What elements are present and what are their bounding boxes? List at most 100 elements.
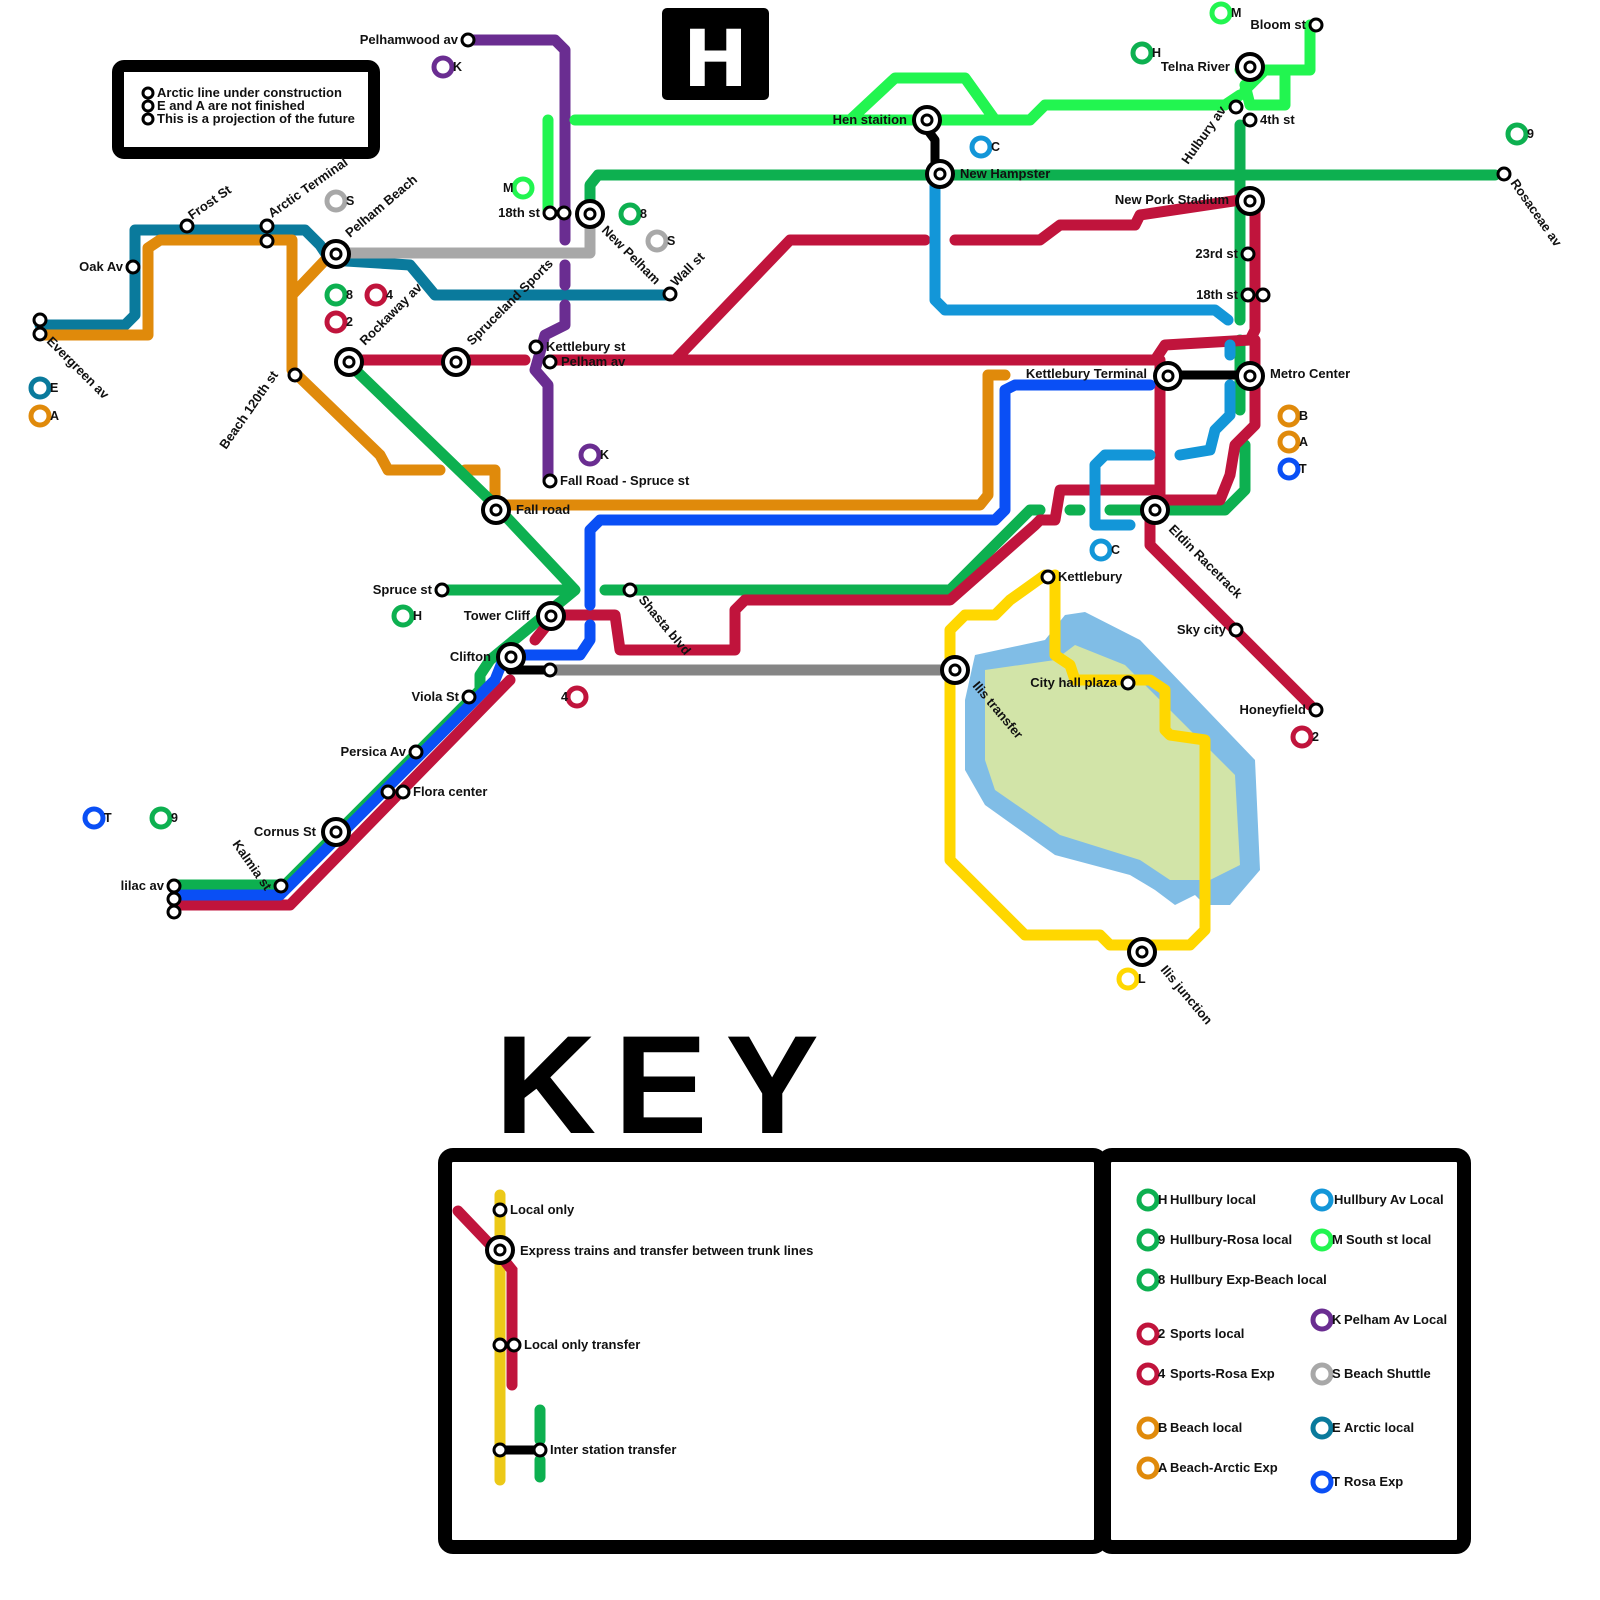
key-route-h: Hullbury local bbox=[1170, 1192, 1256, 1207]
key-route-hullbury-av: Hullbury Av Local bbox=[1334, 1192, 1444, 1207]
badge-h2: H bbox=[1152, 46, 1161, 60]
label-beach-120: Beach 120th st bbox=[216, 367, 281, 451]
label-eldin: Eldin Racetrack bbox=[1166, 522, 1246, 602]
key-route-k-code: K bbox=[1332, 1312, 1342, 1327]
key-local-transfer: Local only transfer bbox=[524, 1337, 640, 1352]
key-route-t: Rosa Exp bbox=[1344, 1474, 1403, 1489]
badge-9b: 9 bbox=[1527, 127, 1534, 141]
label-oak: Oak Av bbox=[79, 259, 124, 274]
label-bloom: Bloom st bbox=[1250, 17, 1306, 32]
key-route-b-code: B bbox=[1158, 1420, 1167, 1435]
note-3: This is a projection of the future bbox=[157, 111, 355, 126]
badge-k1: K bbox=[453, 60, 462, 74]
construction-notes: Arctic line under construction E and A a… bbox=[118, 66, 374, 153]
key-route-m-code: M bbox=[1332, 1232, 1343, 1247]
label-sky-city: Sky city bbox=[1177, 622, 1227, 637]
key-route-4-code: 4 bbox=[1158, 1366, 1166, 1381]
label-metro-center: Metro Center bbox=[1270, 366, 1350, 381]
key-route-8-code: 8 bbox=[1158, 1272, 1165, 1287]
label-ilis-junction: Ilis junction bbox=[1158, 962, 1216, 1027]
key-route-a: Beach-Arctic Exp bbox=[1170, 1460, 1278, 1475]
badge-4a: 4 bbox=[386, 288, 393, 302]
label-fall-road-spruce: Fall Road - Spruce st bbox=[560, 473, 690, 488]
key-route-t-code: T bbox=[1332, 1474, 1340, 1489]
badge-m1: M bbox=[503, 181, 513, 195]
label-viola: Viola St bbox=[412, 689, 460, 704]
badge-k2: K bbox=[600, 448, 609, 462]
logo-letter: H bbox=[683, 15, 748, 105]
label-wall: Wall st bbox=[668, 249, 708, 289]
badge-m2: M bbox=[1231, 6, 1241, 20]
key-route-s-code: S bbox=[1332, 1366, 1341, 1381]
key-route-9-code: 9 bbox=[1158, 1232, 1165, 1247]
label-lilac: lilac av bbox=[121, 878, 165, 893]
label-honeyfield: Honeyfield bbox=[1240, 702, 1307, 717]
badge-b: B bbox=[1299, 409, 1308, 423]
key-title: KEY bbox=[495, 1006, 837, 1163]
key-route-k: Pelham Av Local bbox=[1344, 1312, 1447, 1327]
badge-8b: 8 bbox=[640, 207, 647, 221]
badge-c1: C bbox=[991, 140, 1000, 154]
label-kettlebury-st: Kettlebury st bbox=[546, 339, 626, 354]
arctic-line bbox=[40, 230, 665, 325]
map-logo: H bbox=[662, 8, 769, 105]
label-fall-road: Fall road bbox=[516, 502, 570, 517]
badge-a2: A bbox=[1299, 435, 1308, 449]
key-route-2: Sports local bbox=[1170, 1326, 1244, 1341]
badge-2a: 2 bbox=[346, 315, 353, 329]
label-hen: Hen staition bbox=[833, 112, 907, 127]
key-route-9: Hullbury-Rosa local bbox=[1170, 1232, 1292, 1247]
label-rosaceae: Rosaceae av bbox=[1508, 176, 1566, 250]
label-pelhamwood: Pelhamwood av bbox=[360, 32, 459, 47]
key-local-only: Local only bbox=[510, 1202, 575, 1217]
key-route-s: Beach Shuttle bbox=[1344, 1366, 1431, 1381]
label-persica: Persica Av bbox=[340, 744, 406, 759]
badge-8a: 8 bbox=[346, 288, 353, 302]
label-cornus: Cornus St bbox=[254, 824, 317, 839]
badge-s1: S bbox=[346, 194, 354, 208]
label-new-pork: New Pork Stadium bbox=[1115, 192, 1229, 207]
key-route-8: Hullbury Exp-Beach local bbox=[1170, 1272, 1327, 1287]
label-hulbury-av: Hulbury av bbox=[1178, 102, 1229, 166]
label-tower-cliff: Tower Cliff bbox=[464, 608, 531, 623]
key-route-e-code: E bbox=[1332, 1420, 1341, 1435]
badge-2b: 2 bbox=[1312, 730, 1319, 744]
key-route-e: Arctic local bbox=[1344, 1420, 1414, 1435]
label-spruce-st: Spruce st bbox=[373, 582, 433, 597]
label-telna: Telna River bbox=[1161, 59, 1230, 74]
label-flora: Flora center bbox=[413, 784, 487, 799]
label-new-hampster: New Hampster bbox=[960, 166, 1050, 181]
badge-e: E bbox=[50, 381, 58, 395]
key-express: Express trains and transfer between trun… bbox=[520, 1243, 813, 1258]
key-route-4: Sports-Rosa Exp bbox=[1170, 1366, 1275, 1381]
label-18th-east: 18th st bbox=[1196, 287, 1239, 302]
badge-9a: 9 bbox=[171, 811, 178, 825]
key-route-m: South st local bbox=[1346, 1232, 1431, 1247]
label-city-hall: City hall plaza bbox=[1030, 675, 1117, 690]
badge-s2: S bbox=[667, 234, 675, 248]
key-route-a-code: A bbox=[1158, 1460, 1168, 1475]
label-clifton: Clifton bbox=[450, 649, 491, 664]
park-area bbox=[965, 612, 1260, 905]
badge-h1: H bbox=[413, 609, 422, 623]
badge-c2: C bbox=[1111, 543, 1120, 557]
label-23rd: 23rd st bbox=[1195, 246, 1238, 261]
label-frost: Frost St bbox=[185, 182, 234, 223]
key-symbols-panel: Local only Express trains and transfer b… bbox=[445, 1155, 1464, 1547]
label-18th-west: 18th st bbox=[498, 205, 541, 220]
badge-4b: 4 bbox=[561, 690, 568, 704]
label-4th: 4th st bbox=[1260, 112, 1295, 127]
badge-t1: T bbox=[104, 811, 112, 825]
label-kettlebury: Kettlebury bbox=[1058, 569, 1123, 584]
badge-l: L bbox=[1138, 972, 1146, 986]
key-inter-station: Inter station transfer bbox=[550, 1442, 676, 1457]
badge-a: A bbox=[50, 409, 59, 423]
key-route-b: Beach local bbox=[1170, 1420, 1242, 1435]
key-route-h-code: H bbox=[1158, 1192, 1167, 1207]
badge-t2: T bbox=[1299, 462, 1307, 476]
label-pelham-av: Pelham av bbox=[561, 354, 626, 369]
key-route-2-code: 2 bbox=[1158, 1326, 1165, 1341]
label-kettlebury-terminal: Kettlebury Terminal bbox=[1026, 366, 1147, 381]
